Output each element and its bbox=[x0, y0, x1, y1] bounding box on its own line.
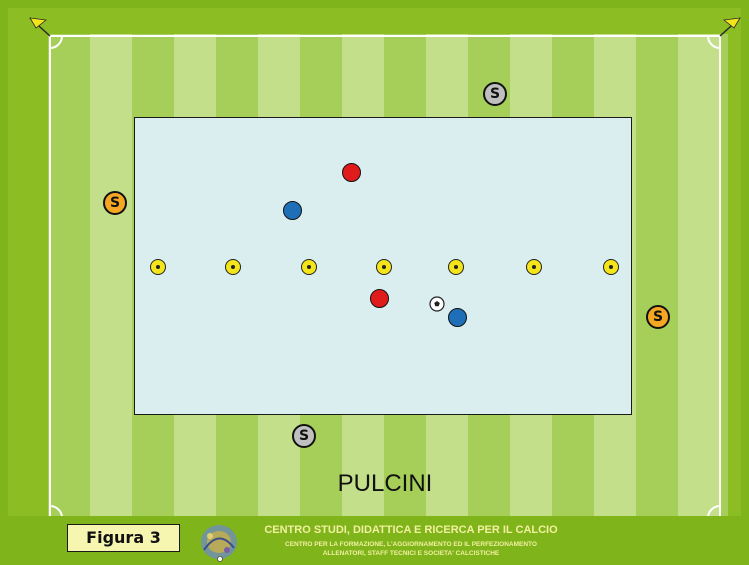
cone bbox=[301, 259, 317, 275]
organization-subtitle-line: CENTRO PER LA FORMAZIONE, L'AGGIORNAMENT… bbox=[246, 541, 576, 550]
cone bbox=[526, 259, 542, 275]
cone bbox=[376, 259, 392, 275]
organization-title: CENTRO STUDI, DIDATTICA E RICERCA PER IL… bbox=[246, 524, 576, 536]
red-player bbox=[370, 289, 389, 308]
red-player bbox=[342, 163, 361, 182]
cone bbox=[150, 259, 166, 275]
support-label: S bbox=[299, 428, 309, 444]
support-player-right: S bbox=[646, 305, 670, 329]
organization-subtitle-line: ALLENATORI, STAFF TECNICI E SOCIETA' CAL… bbox=[246, 550, 576, 559]
support-player-bottom: S bbox=[292, 424, 316, 448]
cone bbox=[603, 259, 619, 275]
organization-logo-icon bbox=[196, 520, 242, 562]
support-label: S bbox=[110, 195, 120, 211]
organization-subtitle: CENTRO PER LA FORMAZIONE, L'AGGIORNAMENT… bbox=[246, 541, 576, 558]
support-label: S bbox=[653, 309, 663, 325]
category-caption: PULCINI bbox=[320, 470, 450, 498]
support-player-top: S bbox=[483, 82, 507, 106]
support-player-left: S bbox=[103, 191, 127, 215]
figure-label: Figura 3 bbox=[67, 524, 180, 552]
blue-player bbox=[283, 201, 302, 220]
cone bbox=[448, 259, 464, 275]
ball-icon bbox=[429, 296, 445, 312]
cone bbox=[225, 259, 241, 275]
blue-player bbox=[448, 308, 467, 327]
support-label: S bbox=[490, 86, 500, 102]
